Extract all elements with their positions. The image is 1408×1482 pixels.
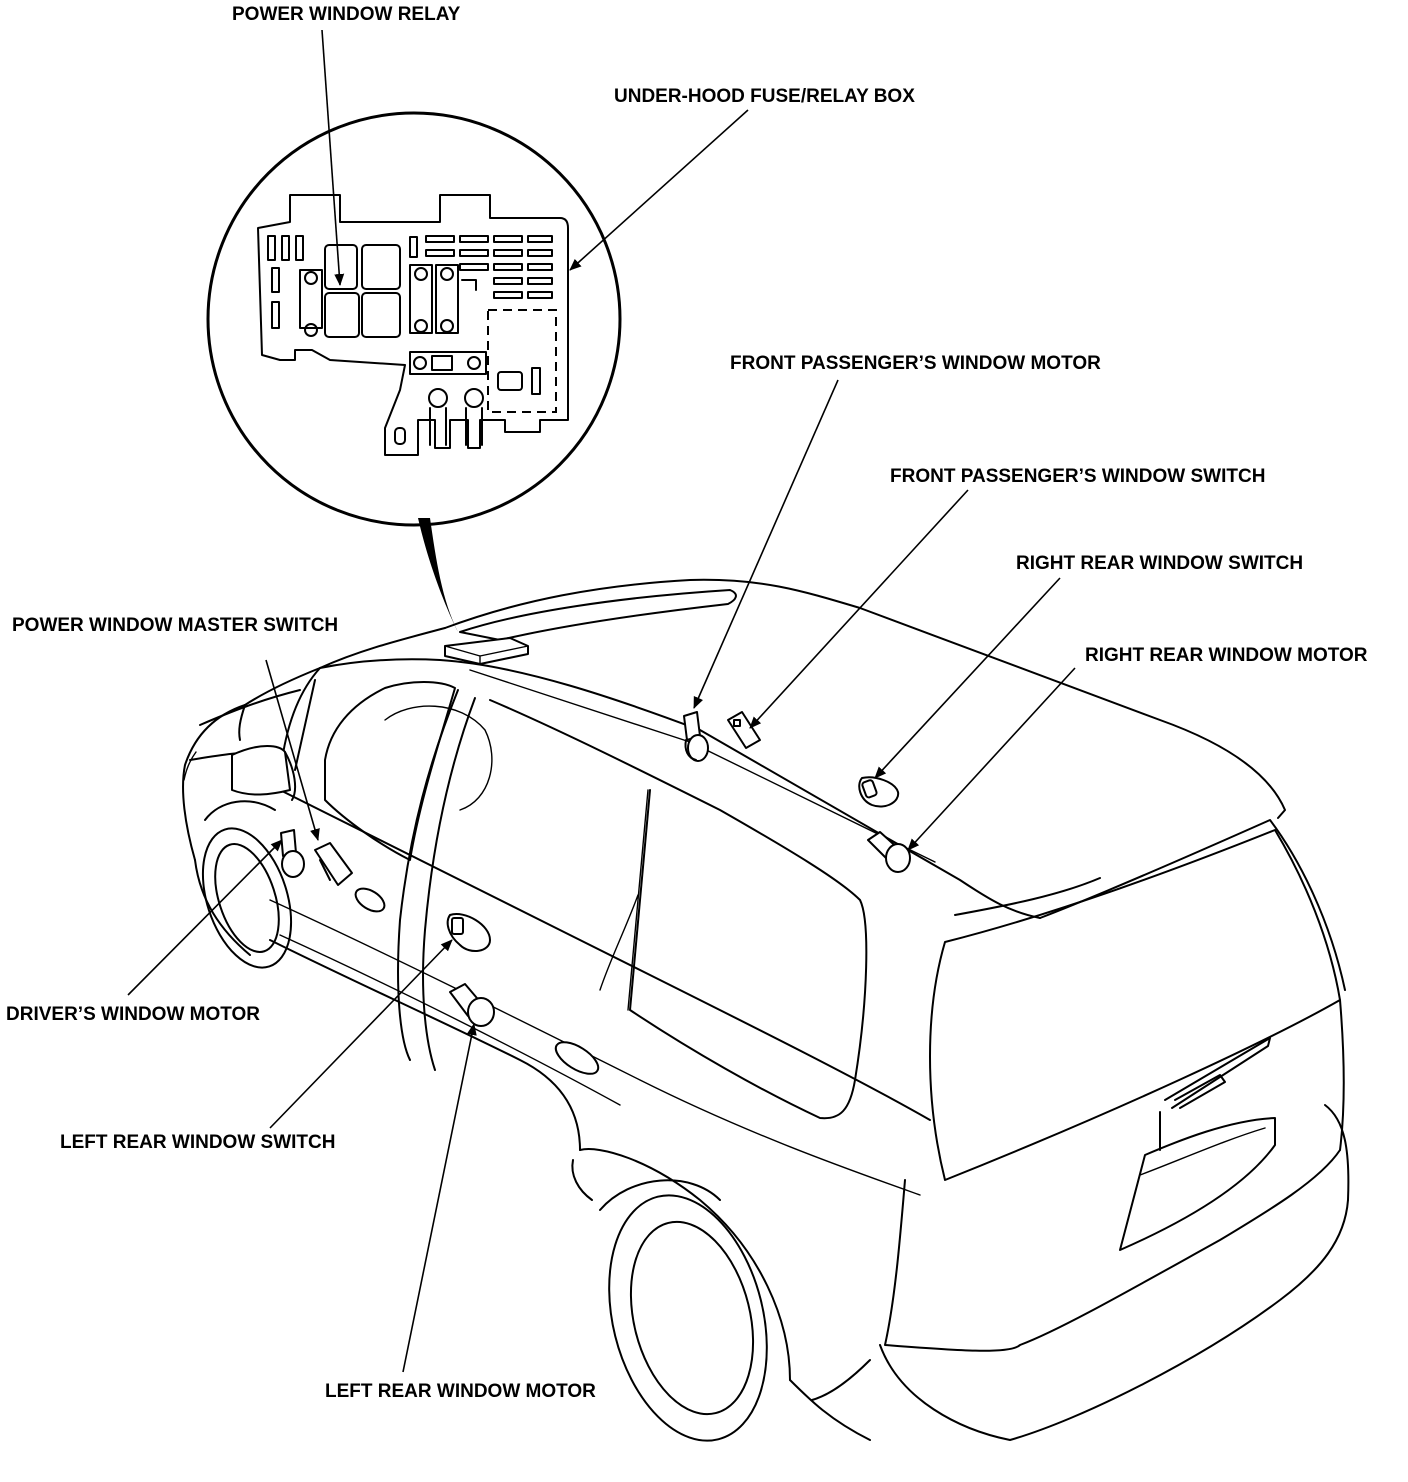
left-rear-window-motor — [449, 983, 495, 1027]
label-front-passenger-window-motor: FRONT PASSENGER’S WINDOW MOTOR — [730, 353, 1101, 374]
leader-under-hood-box — [569, 109, 749, 271]
label-under-hood-fuse-relay-box: UNDER-HOOD FUSE/RELAY BOX — [614, 86, 915, 107]
callout-labels: POWER WINDOW RELAY UNDER-HOOD FUSE/RELAY… — [6, 4, 1368, 1402]
left-rear-window-switch — [446, 913, 491, 952]
leader-right-rear-switch — [874, 577, 1061, 779]
leader-lines — [127, 29, 1076, 1373]
power-window-master-switch — [314, 842, 353, 886]
label-power-window-master-switch: POWER WINDOW MASTER SWITCH — [12, 615, 338, 636]
leader-power-window-relay — [321, 29, 345, 286]
right-rear-window-switch — [858, 776, 900, 808]
front-passenger-window-switch — [727, 711, 761, 749]
leader-front-passenger-switch — [749, 489, 969, 729]
label-power-window-relay: POWER WINDOW RELAY — [232, 4, 461, 25]
drivers-window-motor — [280, 829, 305, 878]
right-rear-window-motor — [867, 831, 911, 873]
label-left-rear-window-switch: LEFT REAR WINDOW SWITCH — [60, 1132, 335, 1153]
label-drivers-window-motor: DRIVER’S WINDOW MOTOR — [6, 1004, 260, 1025]
leader-right-rear-motor — [907, 667, 1076, 851]
label-right-rear-window-switch: RIGHT REAR WINDOW SWITCH — [1016, 553, 1303, 574]
leader-left-rear-motor — [402, 1023, 477, 1373]
fuse-relay-box-inset — [206, 111, 622, 527]
leader-left-rear-switch — [269, 939, 453, 1129]
label-front-passenger-window-switch: FRONT PASSENGER’S WINDOW SWITCH — [890, 466, 1265, 487]
leader-front-passenger-motor — [693, 379, 839, 709]
leader-master-switch — [265, 659, 320, 841]
leader-drivers-motor — [127, 839, 283, 996]
front-passenger-window-motor — [683, 711, 709, 762]
label-left-rear-window-motor: LEFT REAR WINDOW MOTOR — [325, 1381, 596, 1402]
minivan-illustration — [182, 518, 1350, 1442]
label-right-rear-window-motor: RIGHT REAR WINDOW MOTOR — [1085, 645, 1368, 666]
